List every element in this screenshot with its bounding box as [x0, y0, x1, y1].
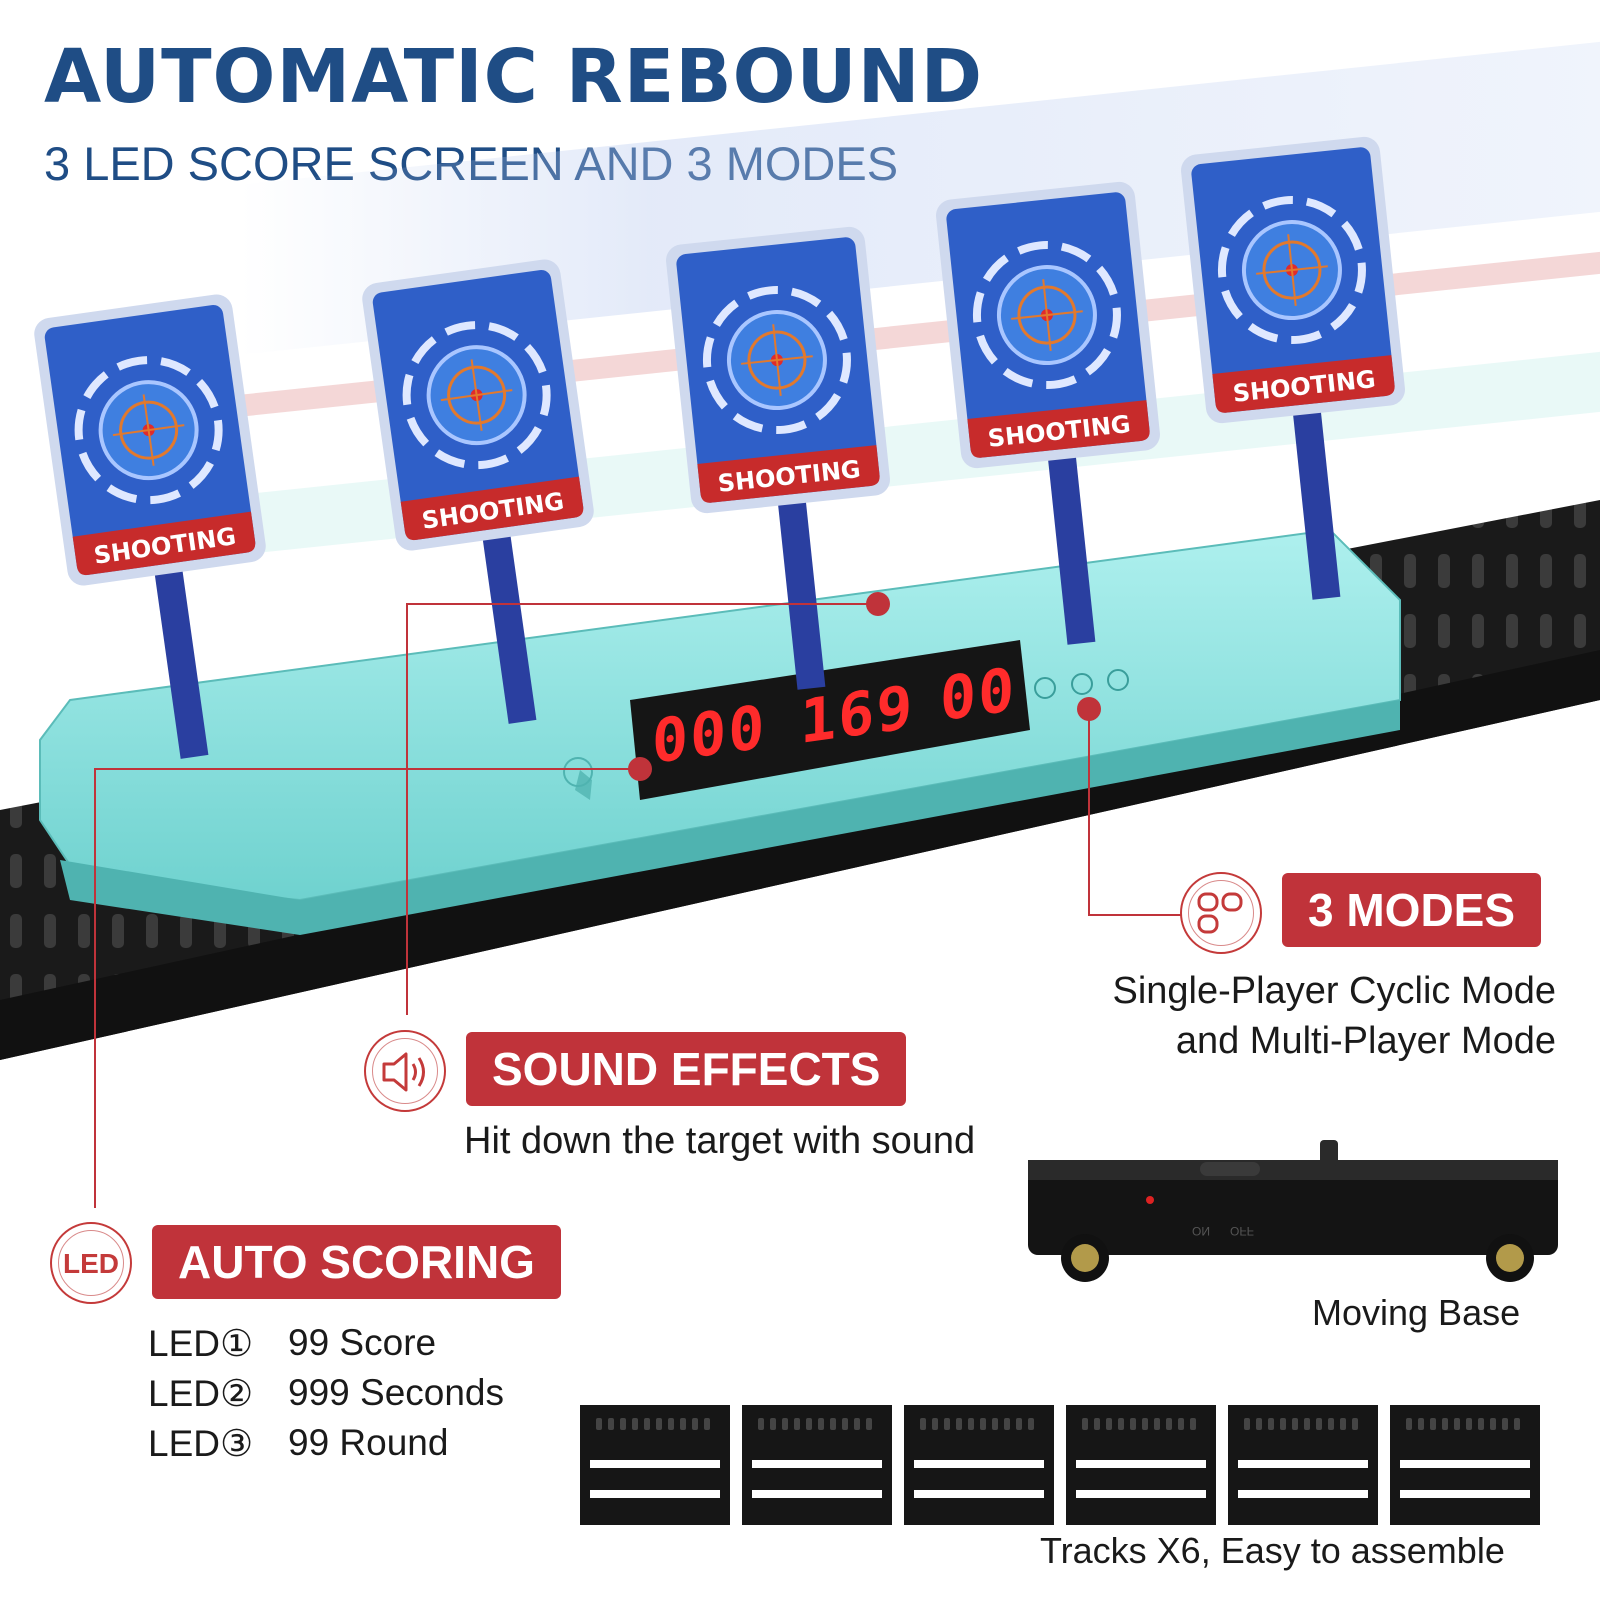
target-base [39, 528, 1401, 935]
sound-title: SOUND EFFECTS [466, 1032, 907, 1106]
tracks-caption: Tracks X6, Easy to assemble [1040, 1530, 1505, 1571]
target-5: SHOOTING [1181, 136, 1405, 600]
target-1: SHOOTING [34, 294, 266, 759]
switch-label-on: ON [1192, 1224, 1210, 1238]
scoring-line-value: 99 Score [288, 1322, 437, 1363]
headline: AUTOMATIC REBOUND [44, 34, 984, 120]
scoring-line-label: LED② [148, 1373, 254, 1414]
mode-button-1 [1034, 677, 1056, 699]
track-piece [904, 1405, 1054, 1525]
moving-base-image [1028, 1140, 1558, 1282]
target-2: SHOOTING [362, 259, 594, 724]
scoring-line-1: LED① 99 Score [148, 1322, 436, 1365]
sound-connector-h [407, 603, 872, 605]
track-piece [742, 1405, 892, 1525]
power-button [563, 757, 593, 787]
track-piece [580, 1405, 730, 1525]
modes-connector-v [1088, 708, 1090, 916]
scoring-line-label: LED③ [148, 1423, 254, 1464]
modes-connector-h [1088, 914, 1190, 916]
scoring-line-2: LED② 999 Seconds [148, 1372, 504, 1415]
speaker-icon [364, 1030, 446, 1112]
scoring-line-value: 99 Round [288, 1422, 449, 1463]
led-display [630, 640, 1030, 800]
sound-description: Hit down the target with sound [464, 1120, 976, 1162]
switch-label-off: OFF [1230, 1224, 1254, 1238]
scoring-title: AUTO SCORING [152, 1225, 561, 1299]
led-icon: LED [50, 1222, 132, 1304]
led-connector-v [94, 768, 96, 1208]
mode-button-3 [1107, 669, 1129, 691]
moving-base-caption: Moving Base [1312, 1292, 1521, 1333]
mode-buttons-icon [1180, 872, 1262, 954]
led-3-digits: 00 [940, 654, 1017, 736]
modes-description-2: and Multi-Player Mode [1175, 1020, 1556, 1062]
led-connector-h [95, 768, 635, 770]
scoring-line-label: LED① [148, 1323, 254, 1364]
track-piece [1228, 1405, 1378, 1525]
mode-button-2 [1071, 673, 1093, 695]
modes-title: 3 MODES [1282, 873, 1542, 947]
track-piece [1390, 1405, 1540, 1525]
modes-description-1: Single-Player Cyclic Mode [1112, 970, 1557, 1012]
scoring-line-3: LED③ 99 Round [148, 1422, 448, 1465]
scoring-line-value: 999 Seconds [288, 1372, 505, 1413]
target-3: SHOOTING [666, 226, 890, 690]
tracks-image [580, 1405, 1540, 1525]
sound-connector-v [406, 603, 408, 1015]
track-piece [1066, 1405, 1216, 1525]
target-4: SHOOTING [936, 181, 1160, 645]
